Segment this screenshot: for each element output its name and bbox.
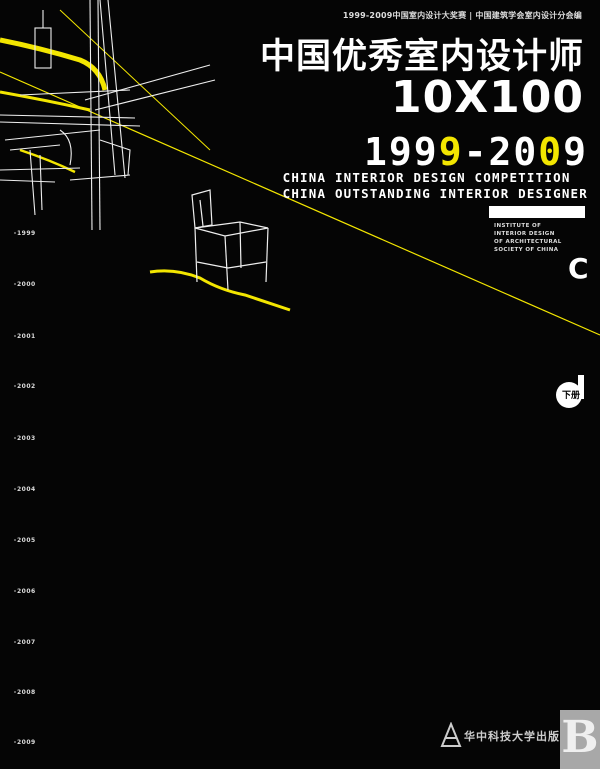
editors-line: 1999-2009中国室内设计大奖赛 | 中国建筑学会室内设计分会编 bbox=[342, 11, 582, 20]
sketch-lines bbox=[0, 0, 216, 231]
yellow-brush-stroke-3 bbox=[149, 269, 291, 312]
chair-sketch bbox=[191, 189, 269, 291]
subtitle-line-1: CHINA INTERIOR DESIGN COMPETITION bbox=[282, 170, 571, 185]
timeline-year: 2003 bbox=[17, 435, 36, 442]
year-range-highlight: 0 bbox=[538, 130, 564, 174]
year-range-part: -20 bbox=[463, 130, 539, 174]
subtitle-line-2: CHINA OUTSTANDING INTERIOR DESIGNER bbox=[282, 186, 588, 201]
publisher-logo-icon bbox=[440, 722, 462, 747]
timeline-year: 2008 bbox=[17, 689, 36, 696]
yellow-brush-stroke-4 bbox=[19, 148, 76, 174]
timeline-year: 2006 bbox=[17, 588, 36, 595]
yellow-upper-line bbox=[59, 9, 211, 151]
institute-text: INSTITUTE OF INTERIOR DESIGN OF ARCHITEC… bbox=[494, 223, 562, 253]
year-timeline: 1999 2000 2001 2002 2003 2004 2005 2006 … bbox=[0, 0, 80, 769]
book-title-chinese: 中国优秀室内设计师 bbox=[259, 37, 584, 77]
corner-letter-mark: B bbox=[560, 710, 600, 769]
timeline-ticks bbox=[14, 232, 16, 743]
volume-label: 下册 bbox=[562, 391, 581, 401]
c-letter-mark: C bbox=[568, 252, 589, 285]
year-range-part: 199 bbox=[364, 130, 439, 174]
timeline-year: 2004 bbox=[17, 486, 36, 493]
year-range: 1999-2009 bbox=[364, 130, 588, 174]
timeline-year: 2002 bbox=[17, 383, 36, 390]
publisher-name: 华中科技大学出版社 bbox=[464, 730, 572, 743]
timeline-year: 2001 bbox=[17, 333, 36, 340]
year-range-part: 9 bbox=[563, 130, 588, 174]
yellow-brush-stroke bbox=[0, 37, 108, 91]
white-bar bbox=[489, 206, 585, 218]
volume-badge-icon bbox=[556, 375, 584, 408]
timeline-year: 2000 bbox=[17, 281, 36, 288]
yellow-brush-stroke-2 bbox=[0, 90, 91, 112]
english-subtitle: CHINA INTERIOR DESIGN COMPETITION CHINA … bbox=[283, 170, 588, 202]
timeline-year: 1999 bbox=[17, 230, 36, 237]
timeline-year: 2007 bbox=[17, 639, 36, 646]
timeline-year: 2005 bbox=[17, 537, 36, 544]
timeline-year: 2009 bbox=[17, 739, 36, 746]
yellow-diagonal-line bbox=[0, 71, 600, 336]
book-title-number: 10X100 bbox=[391, 72, 584, 123]
year-range-highlight: 9 bbox=[438, 130, 464, 174]
